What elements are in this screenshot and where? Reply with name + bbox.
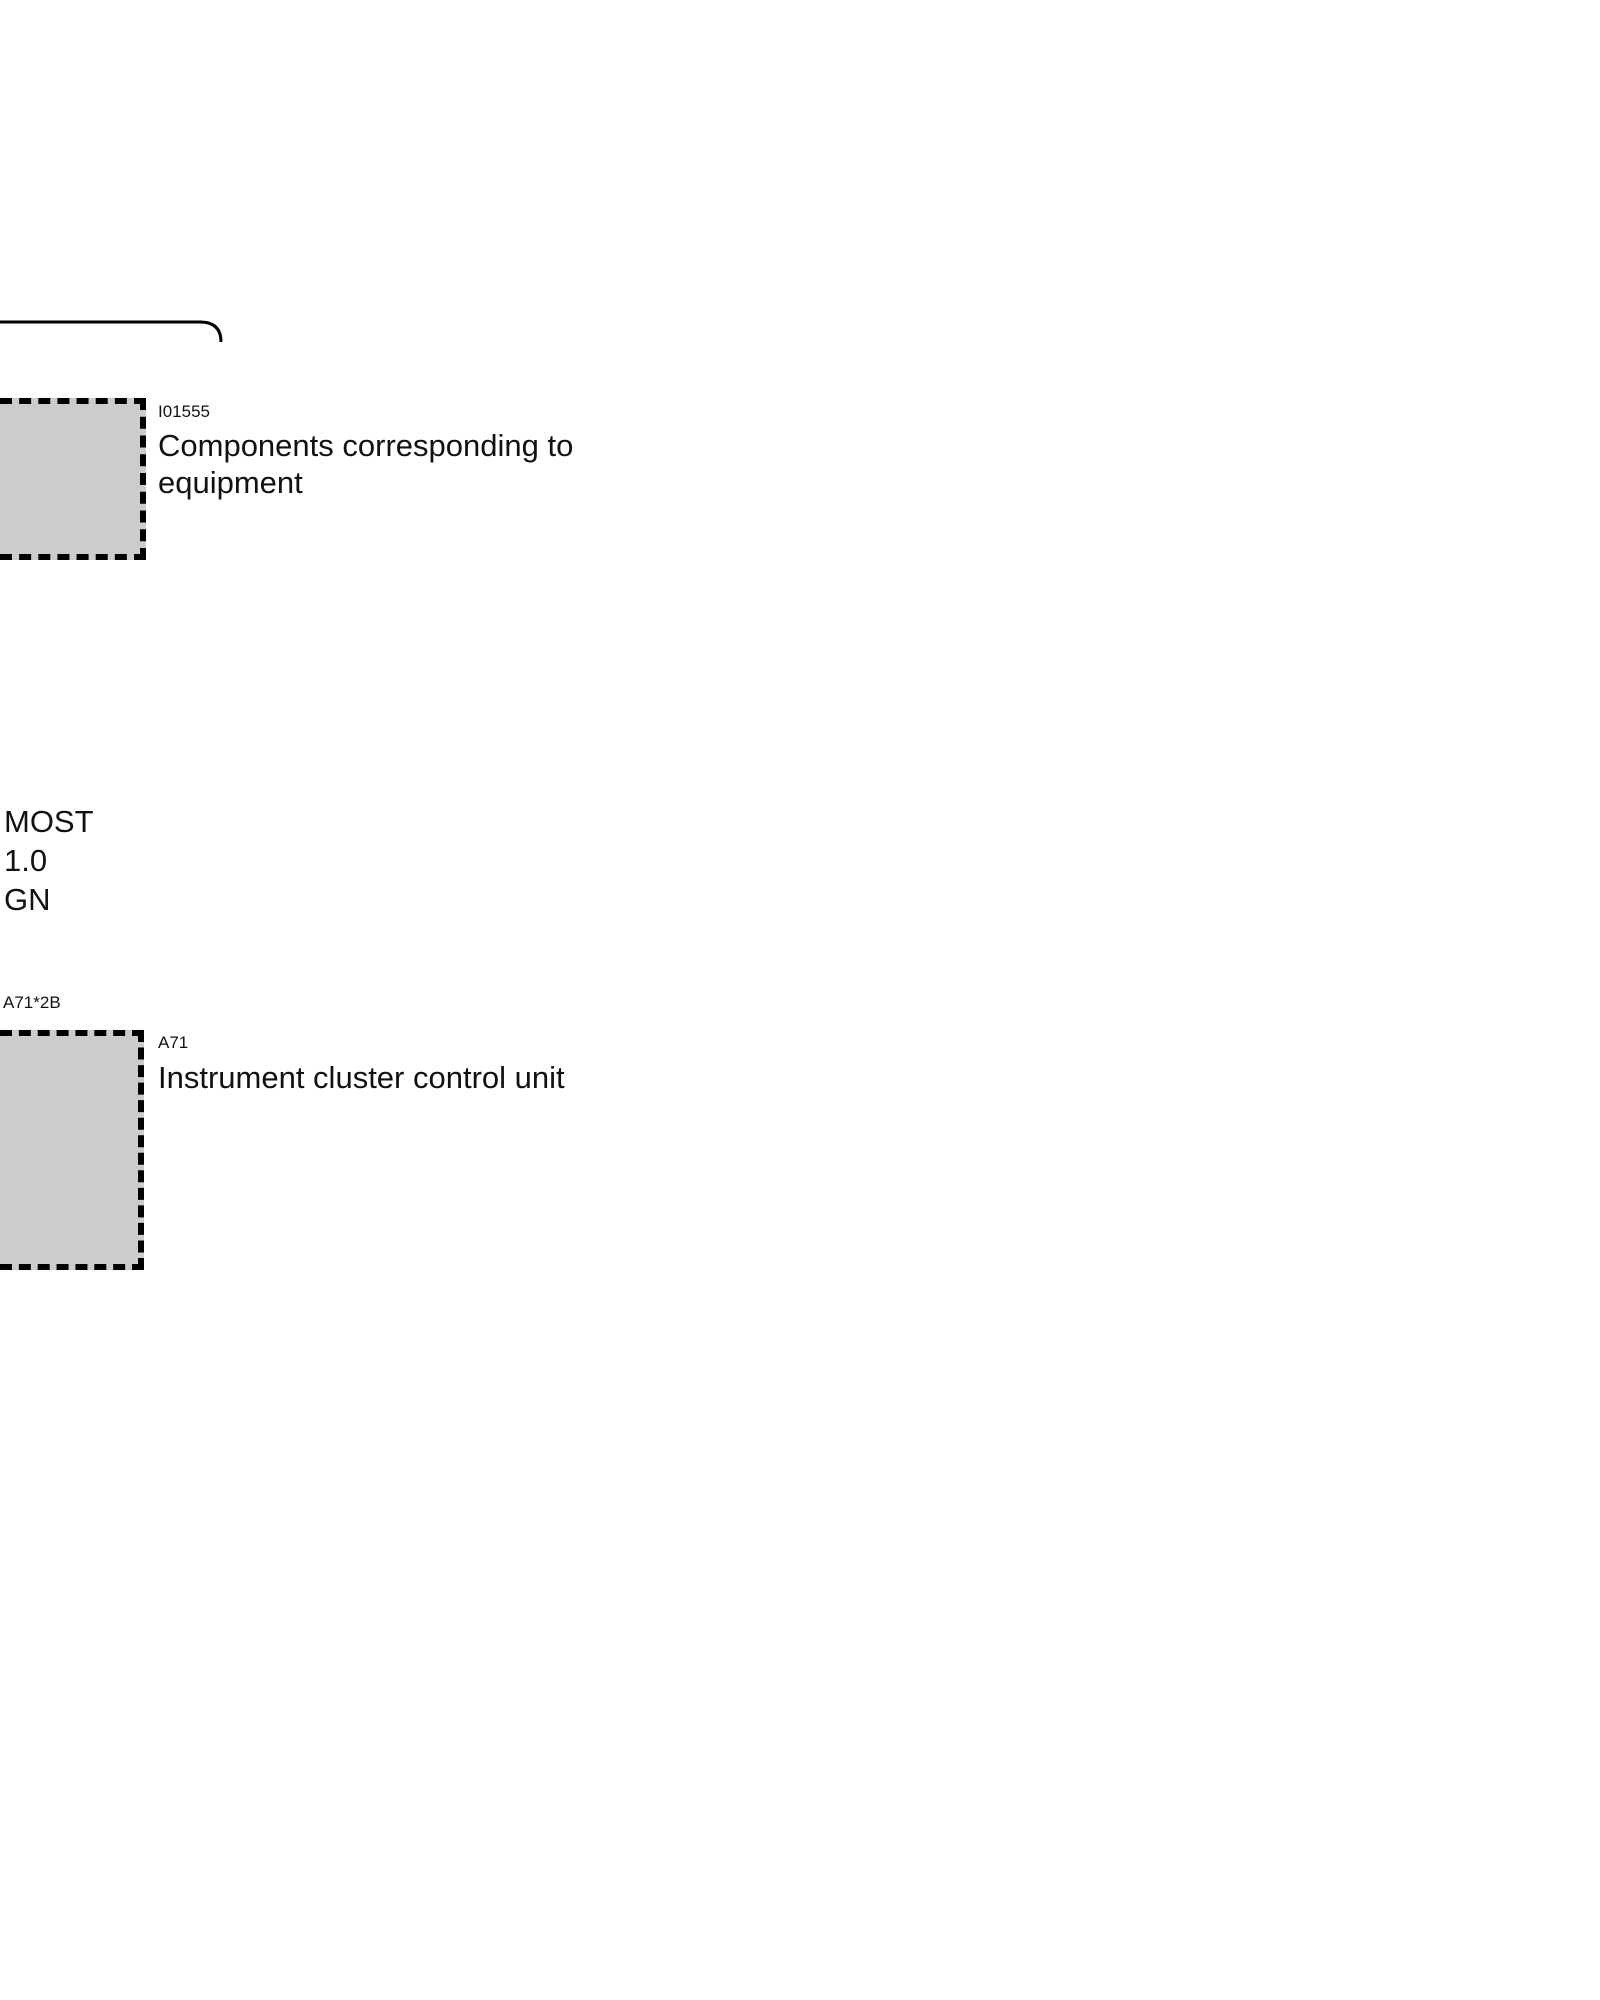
equipment-component-box: [0, 398, 146, 560]
instrument-cluster-component-box: [0, 1030, 144, 1270]
instrument-cluster-code: A71: [158, 1033, 189, 1052]
wire-color-label: GN: [4, 882, 51, 917]
equipment-component-description-line-1: Components corresponding to: [158, 428, 574, 463]
wire-size-label: 1.0: [4, 843, 48, 878]
equipment-component-description-line-2: equipment: [158, 465, 303, 500]
wire-name-label: MOST: [4, 804, 94, 839]
equipment-component-code: I01555: [158, 402, 210, 421]
instrument-cluster-description: Instrument cluster control unit: [158, 1060, 565, 1095]
cluster-connector-code: A71*2B: [3, 993, 61, 1012]
